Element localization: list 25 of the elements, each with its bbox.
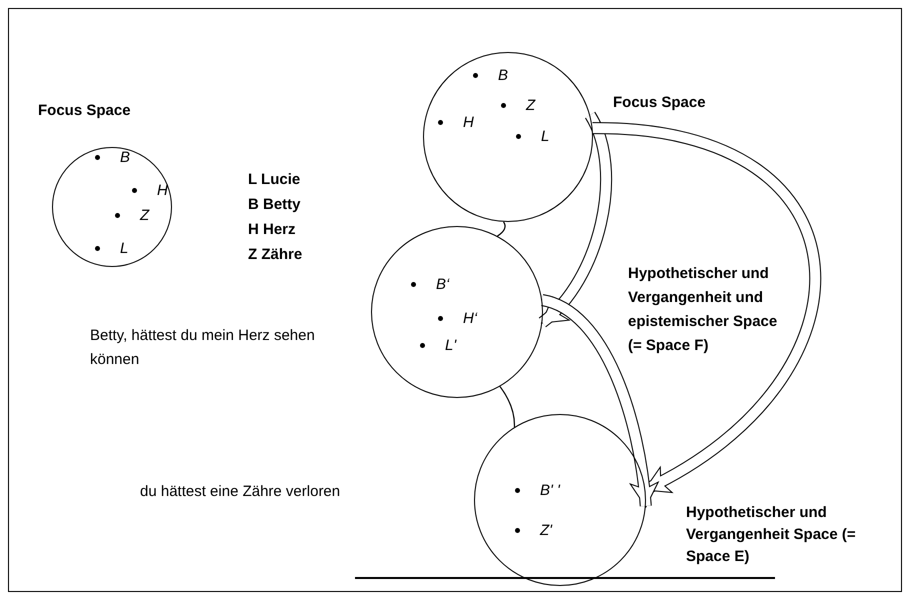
space-heading: Focus Space <box>38 101 131 121</box>
element-label: H <box>463 115 474 130</box>
element-label: B‘ <box>436 277 450 292</box>
abbreviation-key: H Herz <box>248 218 296 242</box>
abbreviation-key: L Lucie <box>248 168 300 192</box>
abbreviation-key: B Betty <box>248 193 301 217</box>
element-label: B <box>498 68 508 83</box>
element-label: B' ' <box>540 483 560 498</box>
element-label: Z' <box>540 523 552 538</box>
element-label: L' <box>445 338 456 353</box>
element-label: Z <box>140 208 150 223</box>
example-sentence: du hättest eine Zähre verloren <box>140 482 340 502</box>
element-label: L <box>120 241 128 256</box>
element-label: Z <box>526 98 536 113</box>
abbreviation-key: Z Zähre <box>248 243 302 267</box>
connector-line <box>500 386 516 428</box>
abbreviation-key: Hypothetischer und Vergangenheit und epistemischer Space (= Space F) <box>628 262 788 358</box>
space-description: Hypothetischer und Vergangenheit Space (= Space E) <box>686 503 857 567</box>
example-sentence: Betty, hättest du mein Herz sehen können <box>90 326 316 370</box>
space-heading: Focus Space <box>613 93 706 113</box>
element-label: L <box>541 129 550 144</box>
element-label: B <box>120 150 130 165</box>
element-label: H <box>157 183 168 198</box>
element-label: H‘ <box>463 311 478 326</box>
connector-line <box>497 222 506 237</box>
